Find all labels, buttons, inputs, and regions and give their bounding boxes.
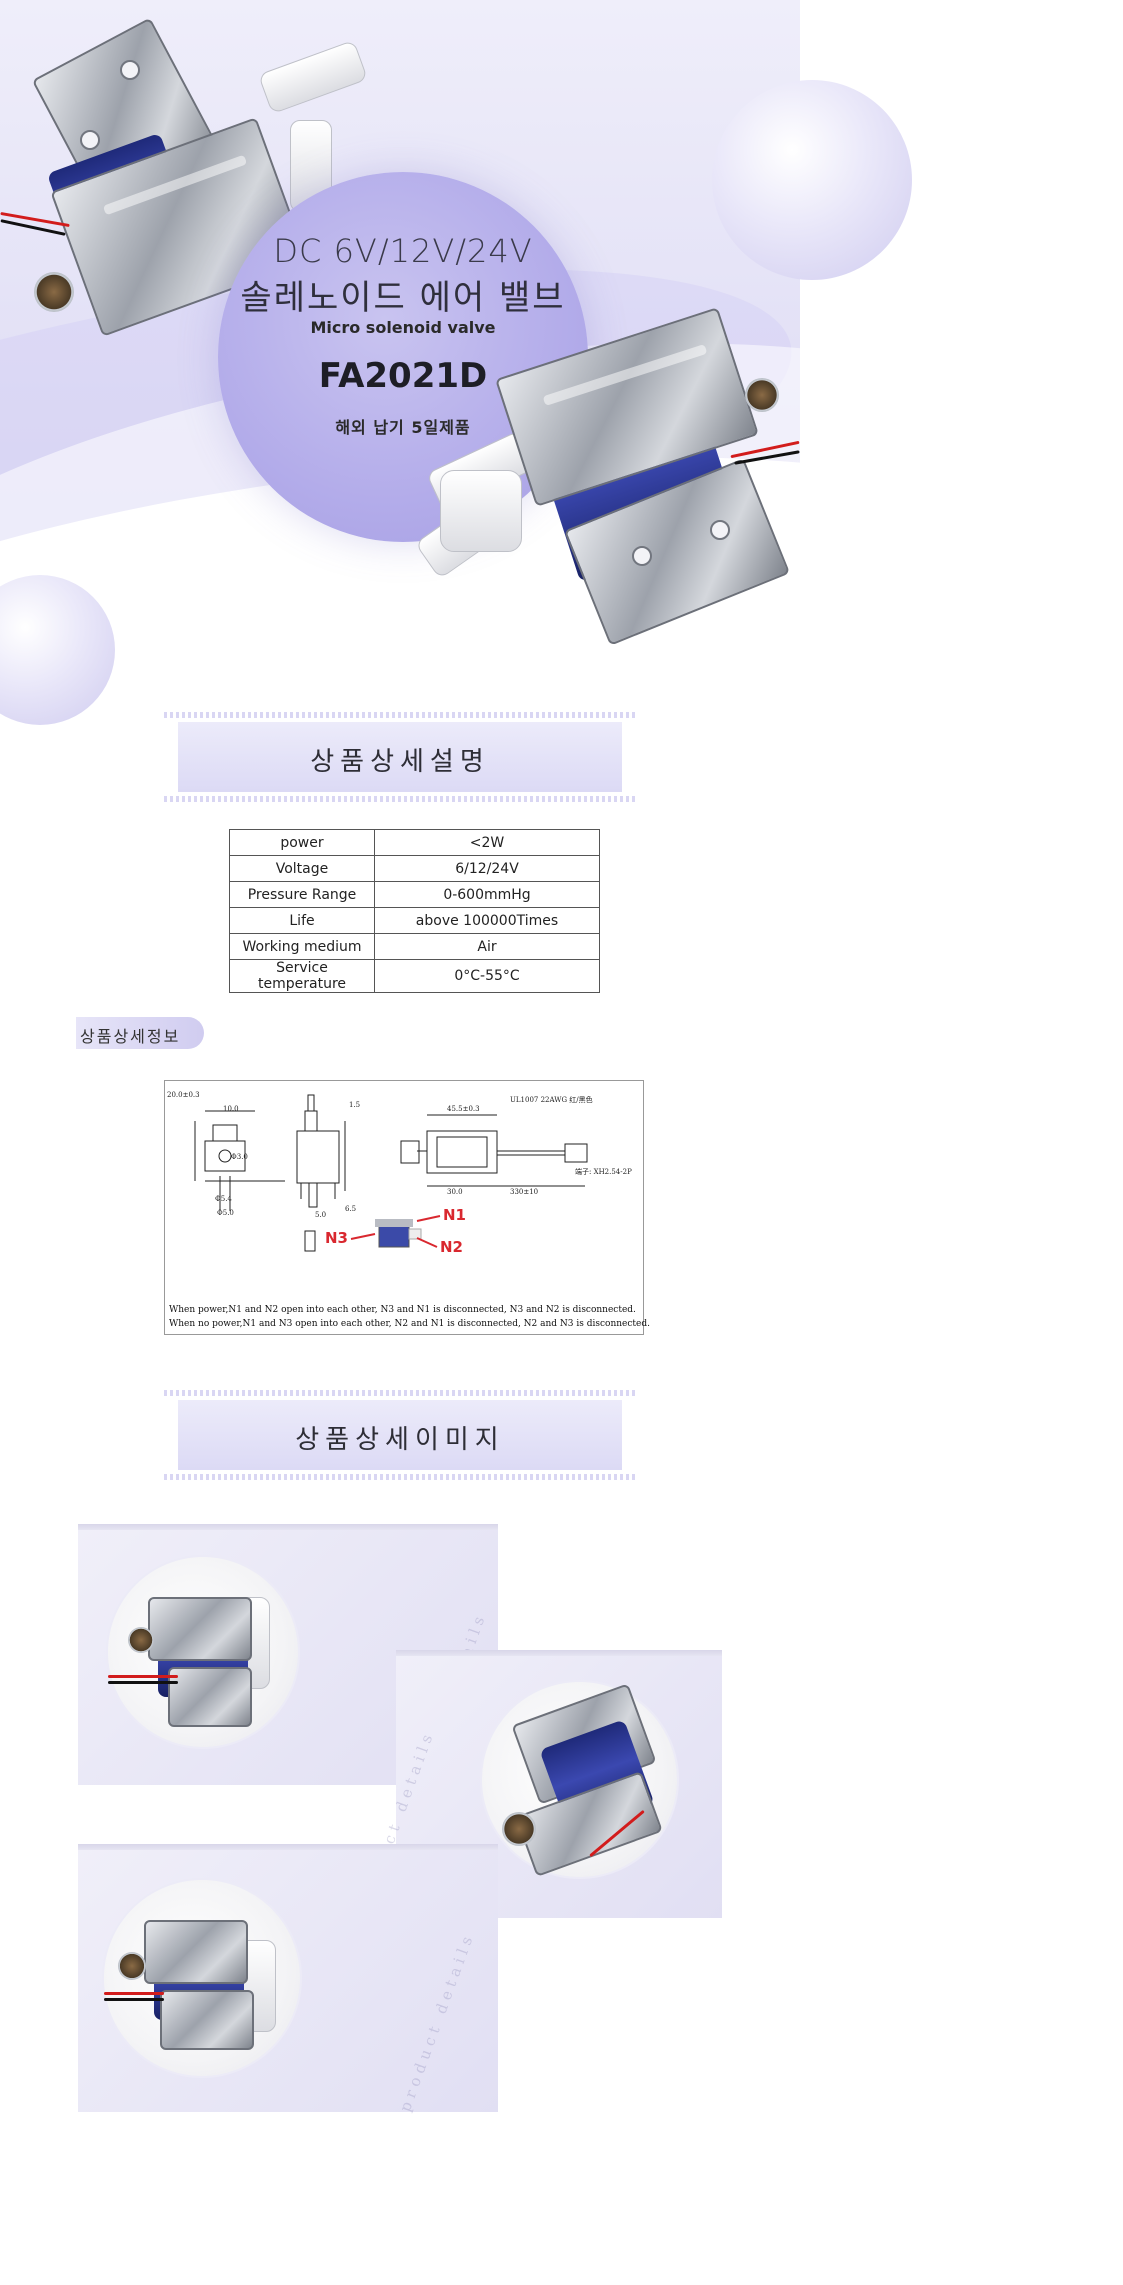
- dim-label: 端子: XH2.54-2P: [575, 1168, 632, 1176]
- dim-label: Φ5.0: [217, 1209, 234, 1217]
- spec-value: <2W: [374, 829, 600, 856]
- dim-label: Φ3.0: [231, 1153, 248, 1161]
- hero-delivery: 해외 납기 5일제품: [335, 418, 471, 437]
- hero-banner: DC 6V/12V/24V 솔레노이드 에어 밸브 Micro solenoid…: [0, 0, 1123, 903]
- diagram-caption-power: When power,N1 and N2 open into each othe…: [169, 1305, 636, 1315]
- info-tag-label: 상품상세정보: [80, 1027, 181, 1046]
- dim-label: 45.5±0.3: [447, 1105, 480, 1113]
- detail-photo-circle: [104, 1880, 300, 2076]
- dim-label: UL1007 22AWG 红/黑色: [510, 1096, 593, 1104]
- panel-top-line: [78, 1844, 498, 1852]
- hero-circle: [218, 172, 588, 542]
- spec-key: Working medium: [229, 933, 375, 960]
- watermark-text: product details: [396, 1929, 478, 2115]
- hero-voltage: DC 6V/12V/24V: [273, 232, 533, 270]
- valve-image-top-left: [0, 0, 400, 340]
- dim-label: 20.0±0.3: [167, 1091, 200, 1099]
- dim-label: Φ5.4: [215, 1195, 232, 1203]
- table-row: Working medium Air: [229, 933, 600, 960]
- section-title-bar: 상품상세이미지: [164, 1390, 636, 1480]
- section-title-images: 상품상세이미지: [295, 1425, 505, 1455]
- dim-label: 30.0: [447, 1188, 463, 1196]
- port-label-n3: N3: [325, 1229, 348, 1247]
- table-row: Pressure Range 0-600mmHg: [229, 881, 600, 908]
- spec-value: 6/12/24V: [374, 855, 600, 882]
- valve-photo: [482, 1682, 677, 1877]
- hero-model: FA2021D: [318, 356, 488, 396]
- dim-label: 330±10: [510, 1188, 539, 1196]
- port-label-n1: N1: [443, 1206, 466, 1224]
- section-title-detail: 상품상세설명: [310, 747, 490, 777]
- panel-top-line: [78, 1524, 498, 1532]
- info-tag: 상품상세정보: [76, 1017, 204, 1049]
- detail-photo-circle: [482, 1682, 677, 1877]
- table-row: Voltage 6/12/24V: [229, 855, 600, 882]
- diagram-caption-no-power: When no power,N1 and N3 open into each o…: [169, 1319, 650, 1329]
- hero-title-korean: 솔레노이드 에어 밸브: [240, 278, 566, 318]
- dim-label: 6.5: [345, 1205, 357, 1213]
- detail-photo-circle: [108, 1557, 298, 1747]
- dimension-diagram: 20.0±0.3 10.0 Φ3.0 Φ5.4 Φ5.0 45.5±0.3 30…: [164, 1080, 650, 1335]
- dim-label: 1.5: [349, 1101, 361, 1109]
- table-row: Life above 100000Times: [229, 907, 600, 934]
- table-row: Service temperature 0°C-55°C: [229, 959, 600, 993]
- dim-label: 10.0: [223, 1105, 239, 1113]
- valve-photo: [104, 1880, 300, 2076]
- table-row: power <2W: [229, 829, 600, 856]
- spec-value: 0-600mmHg: [374, 881, 600, 908]
- spec-value: above 100000Times: [374, 907, 600, 934]
- spec-key: Voltage: [229, 855, 375, 882]
- spec-table: power <2W Voltage 6/12/24V Pressure Rang…: [229, 829, 600, 993]
- section-title-bar: 상품상세설명: [164, 712, 636, 802]
- spec-key: Pressure Range: [229, 881, 375, 908]
- decorative-bubble: [0, 575, 115, 725]
- valve-photo: [108, 1557, 298, 1747]
- spec-key: power: [229, 829, 375, 856]
- spec-value: 0°C-55°C: [374, 959, 600, 993]
- hero-subtitle: Micro solenoid valve: [310, 318, 496, 337]
- spec-key: Life: [229, 907, 375, 934]
- diagram-drawing: [194, 1094, 588, 1252]
- decorative-bubble: [712, 80, 912, 280]
- spec-key: Service temperature: [229, 959, 375, 993]
- panel-top-line: [396, 1650, 722, 1658]
- port-label-n2: N2: [440, 1238, 463, 1256]
- detail-photo-panel: product details: [78, 1850, 498, 2115]
- spec-value: Air: [374, 933, 600, 960]
- dim-label: 5.0: [315, 1211, 327, 1219]
- valve-image-bottom-right: [400, 307, 800, 660]
